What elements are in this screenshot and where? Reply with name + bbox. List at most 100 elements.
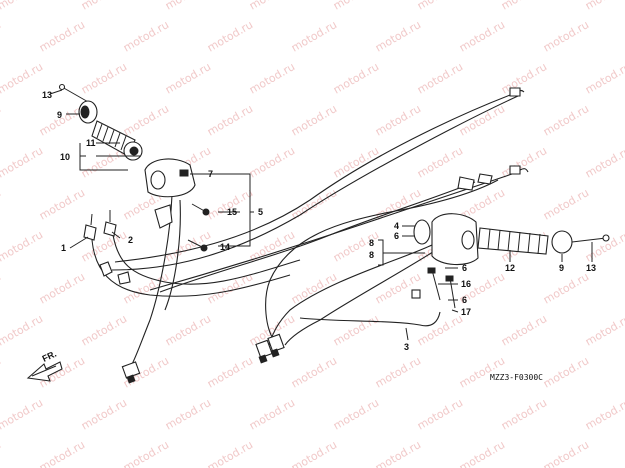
cable-right-b <box>159 181 476 293</box>
watermark-text: motod.ru <box>541 186 591 222</box>
watermark-text: motod.ru <box>541 270 591 306</box>
watermark-text: motod.ru <box>79 60 129 96</box>
watermark-text: motod.ru <box>541 18 591 54</box>
watermark-text: motod.ru <box>163 0 213 13</box>
cable-ends-left <box>83 210 131 285</box>
watermark-text: motod.ru <box>415 144 465 180</box>
callout-9-right: 9 <box>559 263 564 273</box>
watermark-text: motod.ru <box>0 270 3 306</box>
watermark-text: motod.ru <box>415 312 465 348</box>
direction-label: FR. <box>41 349 58 364</box>
callout-5: 5 <box>258 207 263 217</box>
watermark-text: motod.ru <box>0 396 45 432</box>
left-grip-assembly <box>58 83 210 384</box>
watermark-text: motod.ru <box>0 60 45 96</box>
watermark-text: motod.ru <box>0 312 45 348</box>
watermark-text: motod.ru <box>499 144 549 180</box>
watermark-text: motod.ru <box>583 144 625 180</box>
callout-15: 15 <box>227 207 237 217</box>
callout-16: 16 <box>461 279 471 289</box>
callouts: 13 9 11 10 7 15 5 14 1 2 4 6 8 8 6 16 6 … <box>42 90 596 352</box>
cable-long-a <box>114 91 519 263</box>
watermark-text: motod.ru <box>373 102 423 138</box>
cable-long-b <box>111 95 519 271</box>
switch-lower-housing <box>154 204 173 229</box>
watermark-text: motod.ru <box>415 0 465 13</box>
throttle-pulley <box>413 219 431 245</box>
screw-15-head <box>202 208 210 216</box>
bar-end-weight-face <box>80 105 90 119</box>
screw-14-head <box>200 244 208 252</box>
callout-13-right: 13 <box>586 263 596 273</box>
grip-end-left-inner <box>129 146 139 156</box>
watermark-text: motod.ru <box>415 60 465 96</box>
watermark-text: motod.ru <box>457 18 507 54</box>
watermark-text: motod.ru <box>79 0 129 13</box>
watermark-text: motod.ru <box>79 396 129 432</box>
callout-9-left: 9 <box>57 110 62 120</box>
bolt-13-right <box>571 237 607 243</box>
cable-right-a <box>149 171 519 291</box>
connector-right-a <box>255 339 273 359</box>
callout-1: 1 <box>61 243 66 253</box>
cable-mid <box>265 179 499 341</box>
cable-3 <box>299 311 441 327</box>
watermark-text: motod.ru <box>79 312 129 348</box>
right-handlebar-switch <box>431 213 479 266</box>
screw-17 <box>449 277 456 309</box>
watermark-text: motod.ru <box>499 396 549 432</box>
cable-1 <box>91 239 291 297</box>
watermark-text: motod.ru <box>583 60 625 96</box>
cables <box>91 89 529 369</box>
cable-wiring-right <box>267 244 433 351</box>
watermark-text: motod.ru <box>583 396 625 432</box>
callout-3: 3 <box>404 342 409 352</box>
watermark-text: motod.ru <box>331 0 381 13</box>
watermark-text: motod.ru <box>289 438 339 468</box>
watermark-text: motod.ru <box>331 60 381 96</box>
callout-17: 17 <box>461 307 471 317</box>
connector-right-b <box>267 333 285 353</box>
callout-4: 4 <box>394 221 399 231</box>
watermark-text: motod.ru <box>457 102 507 138</box>
watermark-text: motod.ru <box>163 60 213 96</box>
watermark-text: motod.ru <box>289 18 339 54</box>
watermark-text: motod.ru <box>289 270 339 306</box>
watermark-text: motod.ru <box>37 270 87 306</box>
watermark-text: motod.ru <box>121 438 171 468</box>
watermark-text: motod.ru <box>373 18 423 54</box>
callout-11: 11 <box>86 138 96 148</box>
cable-wiring-left-b <box>164 199 181 311</box>
right-throttle-assembly <box>255 213 610 364</box>
callout-7: 7 <box>208 169 213 179</box>
watermark-text: motod.ru <box>499 60 549 96</box>
watermark-text: motod.ru <box>205 354 255 390</box>
watermark-text: motod.ru <box>247 60 297 96</box>
bolt-13-left <box>61 86 91 104</box>
watermark-text: motod.ru <box>289 102 339 138</box>
connector-left-b <box>126 374 136 384</box>
watermark-text: motod.ru <box>205 18 255 54</box>
callout-6-a: 6 <box>394 231 399 241</box>
callout-13-left: 13 <box>42 90 52 100</box>
callout-10: 10 <box>60 152 70 162</box>
switch-knob-right <box>461 230 475 250</box>
watermark-text: motod.ru <box>0 186 3 222</box>
watermark-text: motod.ru <box>247 396 297 432</box>
watermark-text: motod.ru <box>205 186 255 222</box>
cable-ends-right <box>457 87 521 191</box>
bolt-head-13-right <box>602 234 610 242</box>
watermark-text: motod.ru <box>541 354 591 390</box>
leader-lines <box>49 89 593 341</box>
watermark-text: motod.ru <box>163 396 213 432</box>
watermark-text: motod.ru <box>0 102 3 138</box>
watermark-text: motod.ru <box>0 228 45 264</box>
callout-12: 12 <box>505 263 515 273</box>
watermark-text: motod.ru <box>37 186 87 222</box>
watermark-text: motod.ru <box>331 396 381 432</box>
throttle-grip <box>477 227 549 255</box>
watermark-text: motod.ru <box>0 144 45 180</box>
watermark-text: motod.ru <box>0 0 45 13</box>
cable-wiring-left <box>129 194 173 369</box>
